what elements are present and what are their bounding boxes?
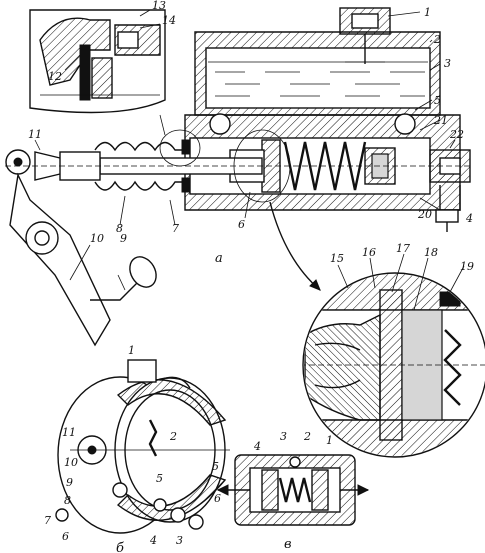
label-a-5: 5 [434,94,441,107]
label-b-2: 2 [169,430,177,443]
label-a-16: 16 [362,246,376,259]
wheel-cylinder-view [216,454,370,526]
label-b-9: 9 [66,476,73,489]
label-a-14: 14 [162,14,176,27]
view-label-b: б [116,541,124,553]
label-a-11: 11 [28,128,42,141]
label-b-3: 3 [176,534,183,547]
label-a-4: 4 [465,212,473,225]
label-b-5: 5 [156,472,163,485]
label-a-3: 3 [444,57,451,70]
label-v-3: 3 [280,430,287,443]
label-a-20: 20 [417,208,432,221]
label-a-9: 9 [120,232,127,245]
label-a-8: 8 [116,222,123,235]
drum-brake-view [55,359,230,534]
label-a-13: 13 [152,0,166,12]
label-b-8: 8 [64,494,71,507]
label-a-6: 6 [238,218,245,231]
label-v-6: 6 [214,492,221,505]
label-a-12: 12 [48,70,62,83]
label-v-1: 1 [326,434,333,447]
label-a-22: 22 [449,128,464,141]
label-a-18: 18 [424,246,438,259]
valve-detail-circle [302,272,485,458]
label-a-15: 15 [330,252,344,265]
view-label-v: в [284,537,292,552]
label-b-7: 7 [44,514,51,527]
view-label-a: а [215,251,223,266]
label-a-7: 7 [172,222,179,235]
leader-lines [34,9,465,311]
seal-detail-inset [29,9,166,114]
label-a-2: 2 [433,33,441,46]
label-b-10: 10 [64,456,78,469]
label-a-21: 21 [433,114,448,127]
label-v-4: 4 [253,440,261,453]
label-b-6: 6 [62,530,69,543]
master-cylinder-section [5,7,471,347]
label-b-4: 4 [149,534,157,547]
label-a-10: 10 [90,232,104,245]
label-b-1: 1 [128,344,135,357]
label-a-1: 1 [424,6,431,19]
label-v-5: 5 [212,460,219,473]
part-labels: 1 2 3 5 21 22 20 4 6 7 8 11 10 9 12 13 1… [28,0,474,553]
label-v-2: 2 [303,430,311,443]
label-a-17: 17 [396,242,410,255]
label-b-11: 11 [62,426,76,439]
label-a-19: 19 [460,260,474,273]
